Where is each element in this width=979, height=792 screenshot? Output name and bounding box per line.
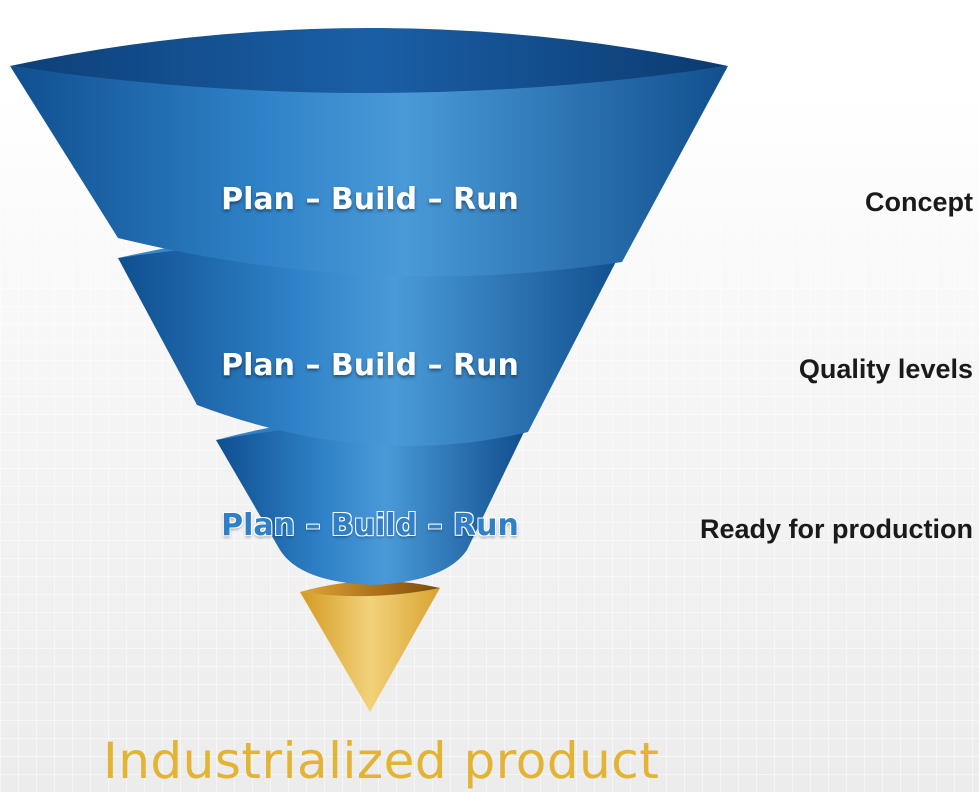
stage-2-label: Plan – Build – Run xyxy=(221,348,519,383)
funnel-segment-2-body xyxy=(118,234,622,447)
funnel-tip-rim xyxy=(300,580,440,597)
stage-3-label: Plan – Build – Run xyxy=(221,508,519,543)
quality-levels-label: Quality levels xyxy=(798,354,973,384)
funnel-segment-1-body xyxy=(10,66,728,277)
stage-1-label: Plan – Build – Run xyxy=(221,182,519,217)
result-label: Industrialized product xyxy=(103,732,660,790)
funnel-segment-3-body xyxy=(216,422,524,585)
funnel-segment-1-top xyxy=(10,28,728,93)
concept-label: Concept xyxy=(865,187,973,217)
funnel-tip xyxy=(300,582,440,712)
ready-for-production-label: Ready for production xyxy=(699,514,973,544)
